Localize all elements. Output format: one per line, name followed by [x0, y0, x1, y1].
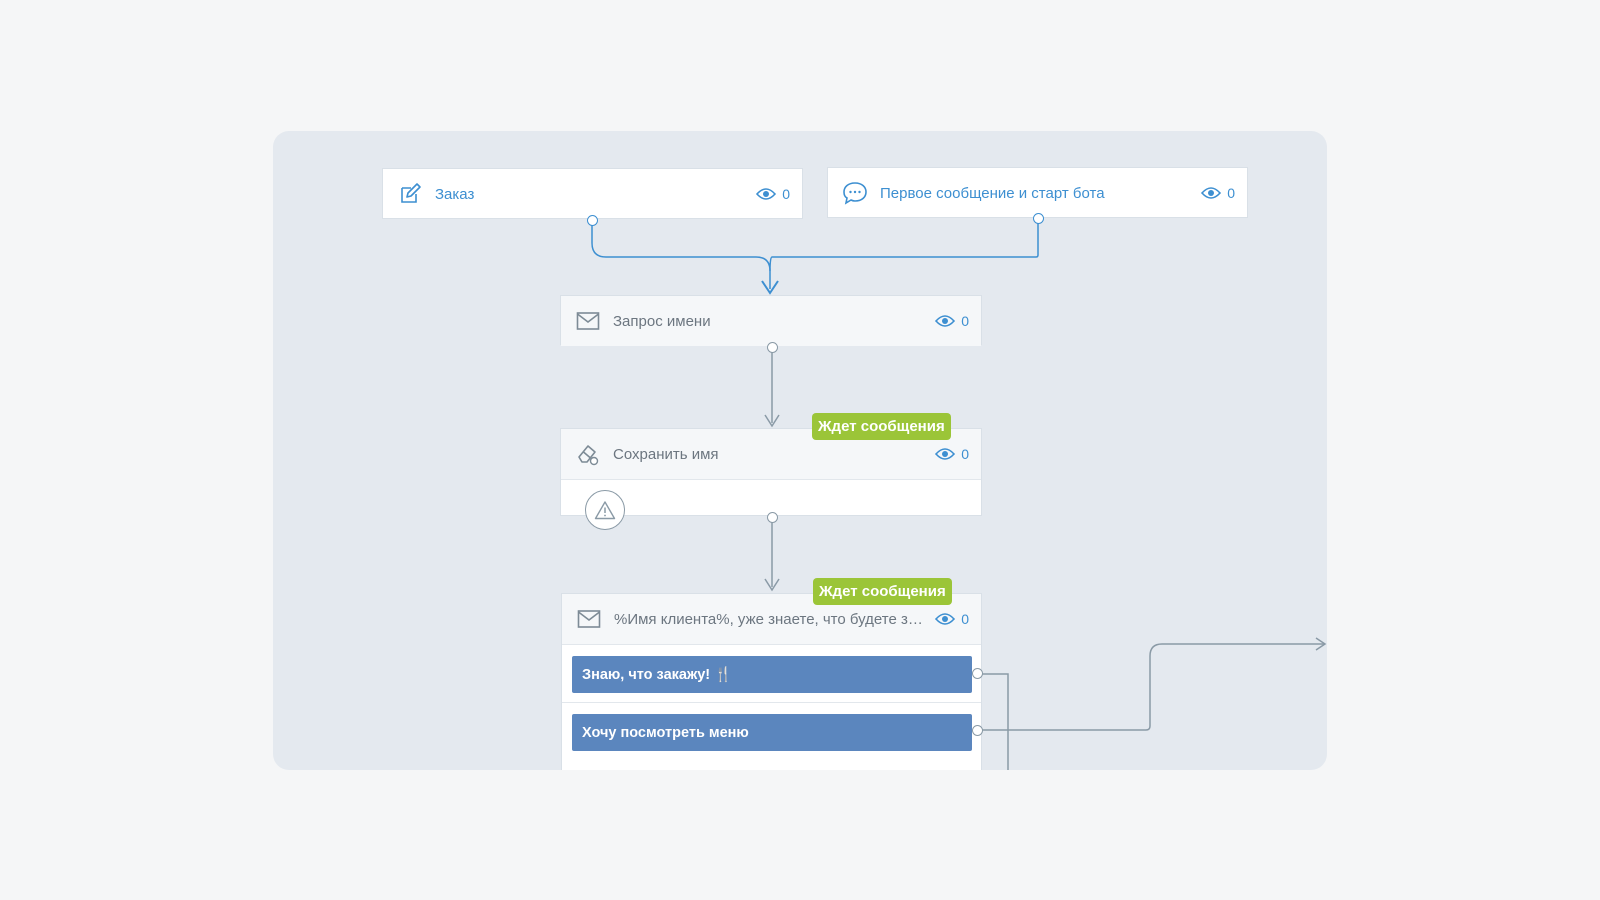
node-ask-name[interactable]: Запрос имени 0: [560, 295, 982, 346]
node-first-message-header[interactable]: Первое сообщение и старт бота 0: [828, 168, 1247, 218]
waiting-badge: Ждет сообщения: [812, 413, 951, 440]
node-order-output-port[interactable]: [587, 215, 598, 226]
node-order-header[interactable]: Заказ 0: [383, 169, 802, 219]
divider: [562, 702, 981, 703]
node-first-message-views: 0: [1201, 185, 1235, 201]
views-count: 0: [961, 446, 969, 462]
quick-reply-button-menu[interactable]: Хочу посмотреть меню: [572, 714, 972, 751]
node-ask-name-title: Запрос имени: [613, 312, 711, 330]
node-save-name[interactable]: Сохранить имя 0: [560, 428, 982, 516]
node-first-message[interactable]: Первое сообщение и старт бота 0: [827, 167, 1248, 218]
node-ask-name-output-port[interactable]: [767, 342, 778, 353]
node-save-name-title: Сохранить имя: [613, 445, 719, 463]
eye-icon: [935, 613, 956, 625]
node-first-message-title: Первое сообщение и старт бота: [880, 184, 1105, 202]
chat-bubble-icon: [842, 180, 868, 206]
divider: [561, 479, 981, 480]
edit-icon: [397, 181, 423, 207]
node-order[interactable]: Заказ 0: [382, 168, 803, 219]
envelope-icon: [576, 606, 602, 632]
eye-icon: [935, 448, 956, 460]
node-ask-name-header[interactable]: Запрос имени 0: [561, 296, 981, 346]
node-first-message-output-port[interactable]: [1033, 213, 1044, 224]
views-count: 0: [961, 313, 969, 329]
button-menu-output-port[interactable]: [972, 725, 983, 736]
node-order-title: Заказ: [435, 185, 475, 203]
warning-icon[interactable]: [585, 490, 625, 530]
waiting-badge: Ждет сообщения: [813, 578, 952, 605]
quick-reply-button-know[interactable]: Знаю, что закажу! 🍴: [572, 656, 972, 693]
views-count: 0: [782, 186, 790, 202]
eraser-icon: [575, 441, 601, 467]
eye-icon: [756, 188, 777, 200]
views-count: 0: [1227, 185, 1235, 201]
envelope-icon: [575, 308, 601, 334]
button-know-output-port[interactable]: [972, 668, 983, 679]
node-save-name-output-port[interactable]: [767, 512, 778, 523]
eye-icon: [1201, 187, 1222, 199]
flow-canvas[interactable]: Заказ 0 Первое сообщение и старт бота 0: [273, 131, 1327, 770]
node-question-views: 0: [935, 611, 969, 627]
node-order-views: 0: [756, 186, 790, 202]
node-question-title: %Имя клиента%, уже знаете, что будете за…: [614, 610, 928, 628]
eye-icon: [935, 315, 956, 327]
divider: [562, 644, 981, 645]
node-save-name-views: 0: [935, 446, 969, 462]
node-ask-name-views: 0: [935, 313, 969, 329]
node-question[interactable]: %Имя клиента%, уже знаете, что будете за…: [561, 593, 982, 770]
views-count: 0: [961, 611, 969, 627]
